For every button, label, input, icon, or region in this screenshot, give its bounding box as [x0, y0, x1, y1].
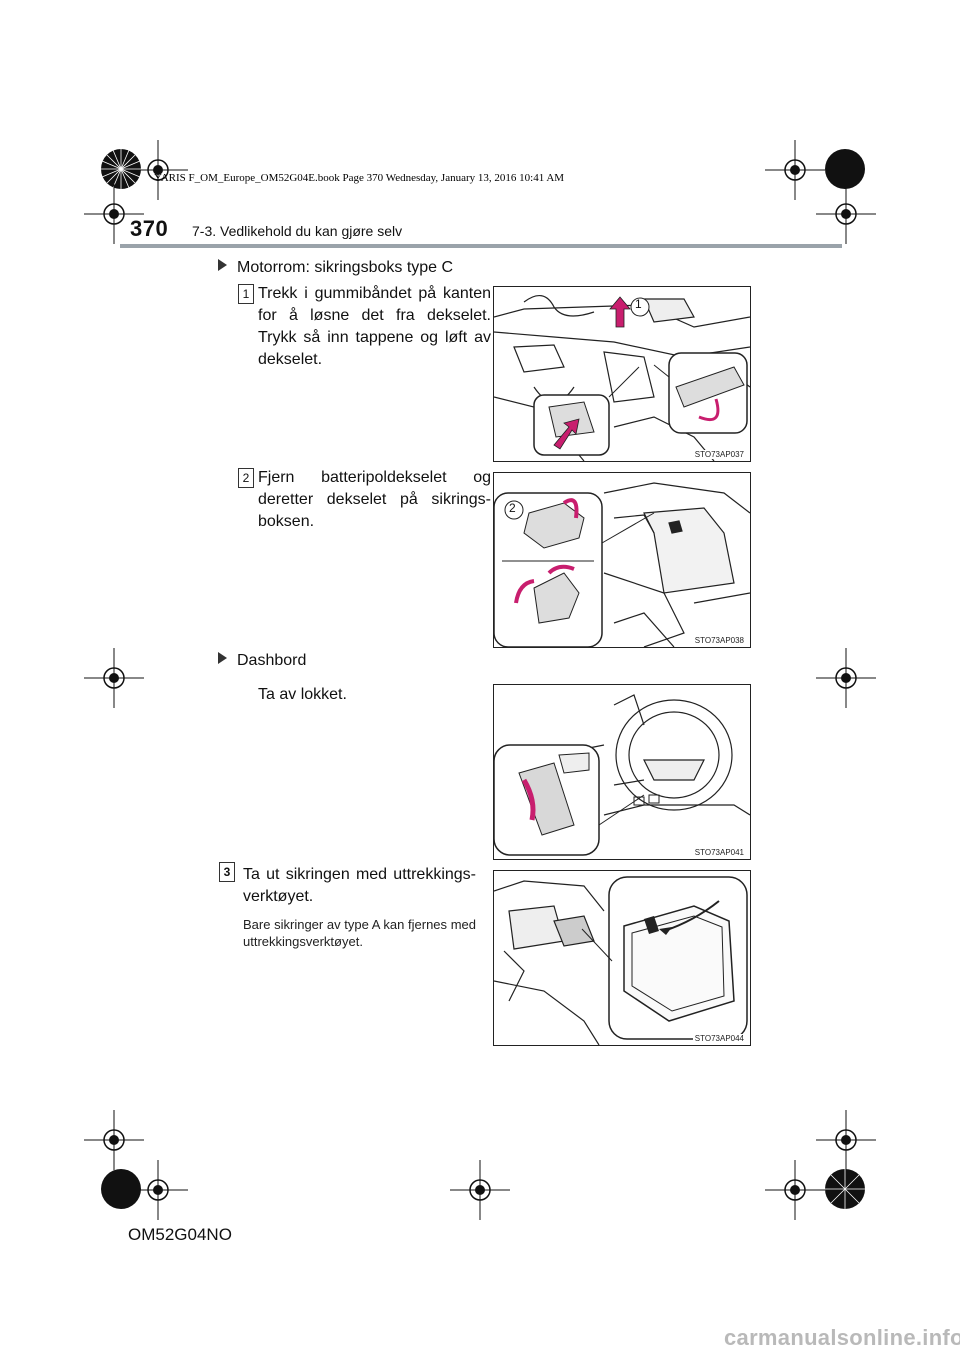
step-2-text: Fjern batteripoldekselet og deretter dek… [258, 469, 491, 530]
page-number: 370 [130, 216, 169, 241]
figure-code: STO73AP044 [692, 1034, 746, 1043]
figure-code: STO73AP041 [692, 848, 746, 857]
step-3-note: Bare sikringer av type A kan fjer­nes me… [243, 917, 476, 949]
triangle-bullet-icon [218, 259, 227, 271]
crosshair-mark-lower-left [84, 1110, 144, 1170]
crosshair-mark-top-left [128, 140, 188, 200]
figure-callout-1: 1 [635, 297, 642, 311]
step-badge-3: 3 [219, 862, 235, 882]
figure-battery-terminal-cover: 2 STO73AP038 [493, 472, 751, 648]
figure-fusebox-cover: 1 STO73AP037 [493, 286, 751, 462]
step-badge-2: 2 [238, 468, 254, 488]
crosshair-mark-mid-right [816, 648, 876, 708]
crosshair-mark-bottom-center [450, 1160, 510, 1220]
crosshair-mark-bottom-right [765, 1160, 825, 1220]
figure-code: STO73AP038 [692, 636, 746, 645]
crosshair-mark-upper-right [816, 184, 876, 244]
section-heading-dashboard: Dashbord [218, 652, 306, 670]
crosshair-mark-lower-right [816, 1110, 876, 1170]
crosshair-mark-top-right [765, 140, 825, 200]
registration-mark-top-right [825, 149, 865, 189]
crosshair-mark-upper-left [84, 184, 144, 244]
crosshair-mark-bottom-left [128, 1160, 188, 1220]
crosshair-mark-mid-left [84, 648, 144, 708]
figure-dashboard-lid: STO73AP041 [493, 684, 751, 860]
footer-document-code: OM52G04NO [128, 1225, 232, 1244]
step-1-text: Trekk i gummibåndet på kan­ten for å løs… [258, 285, 491, 368]
registration-mark-top-left [101, 149, 141, 189]
registration-mark-bottom-right [825, 1169, 865, 1209]
dashboard-step-text: Ta av lokket. [258, 686, 347, 703]
print-info: YARIS F_OM_Europe_OM52G04E.book Page 370… [154, 172, 565, 184]
header-rule [120, 244, 842, 248]
registration-mark-bottom-left [101, 1169, 141, 1209]
section-heading-engine-fusebox: Motorrom: sikringsboks type C [218, 259, 453, 277]
step-3-text: Ta ut sikringen med uttrekkings­verktøye… [243, 866, 476, 905]
figure-code: STO73AP037 [692, 450, 746, 459]
section-title: 7-3. Vedlikehold du kan gjøre selv [192, 223, 403, 239]
figure-fuse-puller: STO73AP044 [493, 870, 751, 1046]
step-badge-1: 1 [238, 284, 254, 304]
watermark: carmanualsonline.info [724, 1325, 960, 1350]
figure-callout-2: 2 [509, 501, 516, 515]
triangle-bullet-icon [218, 652, 227, 664]
